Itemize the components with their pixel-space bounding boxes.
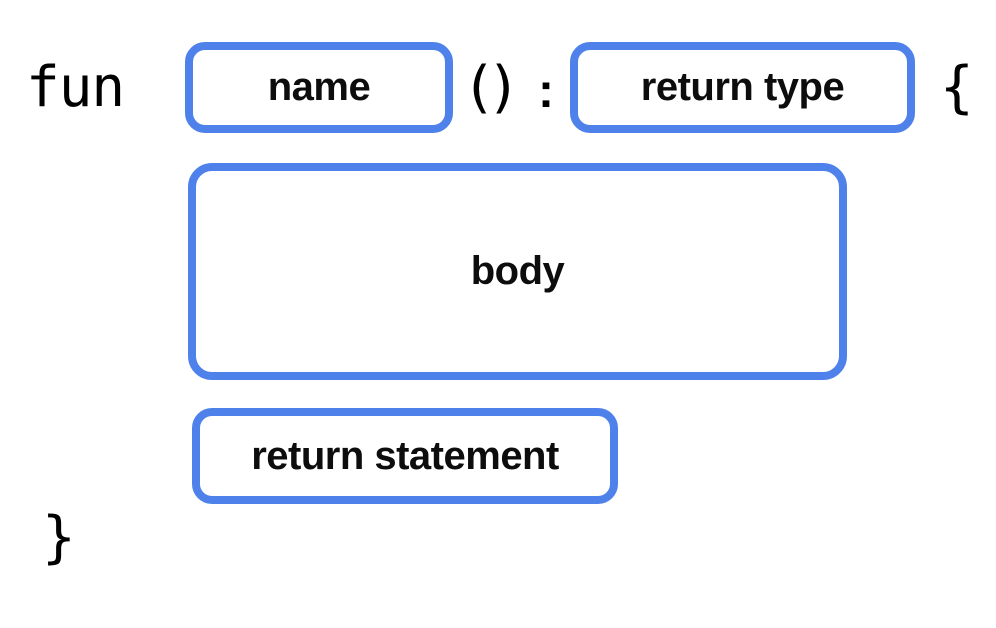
close-brace: }: [42, 505, 76, 570]
return-type-placeholder-box: return type: [570, 42, 915, 133]
colon: :: [538, 65, 554, 118]
parentheses: (): [462, 55, 521, 120]
return-statement-placeholder-box: return statement: [192, 408, 618, 504]
name-placeholder-box: name: [185, 42, 453, 133]
open-brace: {: [940, 55, 974, 120]
body-placeholder-label: body: [470, 249, 565, 293]
return-statement-placeholder-label: return statement: [251, 433, 559, 478]
fun-keyword: fun: [26, 55, 125, 120]
body-placeholder-box: body: [188, 163, 847, 380]
return-type-placeholder-label: return type: [640, 65, 845, 109]
name-placeholder-label: name: [267, 65, 371, 109]
